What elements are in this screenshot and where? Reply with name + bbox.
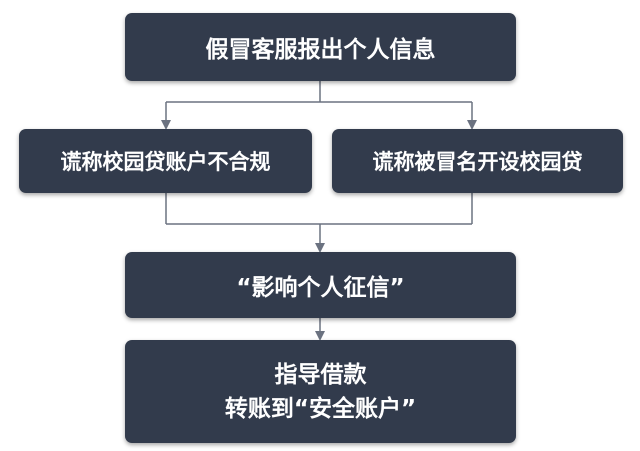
node-impersonated-loan: 谎称被冒名开设校园贷 [332, 129, 623, 193]
node-impersonated-loan-label: 谎称被冒名开设校园贷 [372, 150, 583, 174]
node-transfer-instruction-line1: 指导借款 [274, 361, 367, 388]
node-account-noncompliant: 谎称校园贷账户不合规 [19, 129, 312, 193]
node-transfer-instruction-line2: 转账到“安全账户” [224, 395, 417, 422]
node-account-noncompliant-label: 谎称校园贷账户不合规 [60, 150, 271, 174]
node-fake-customer-service: 假冒客服报出个人信息 [125, 13, 516, 81]
node-credit-impact-label: “影响个人征信” [236, 275, 405, 301]
node-fake-customer-service-label: 假冒客服报出个人信息 [205, 37, 436, 63]
node-credit-impact: “影响个人征信” [125, 252, 516, 318]
node-transfer-instruction: 指导借款 转账到“安全账户” [125, 340, 516, 443]
